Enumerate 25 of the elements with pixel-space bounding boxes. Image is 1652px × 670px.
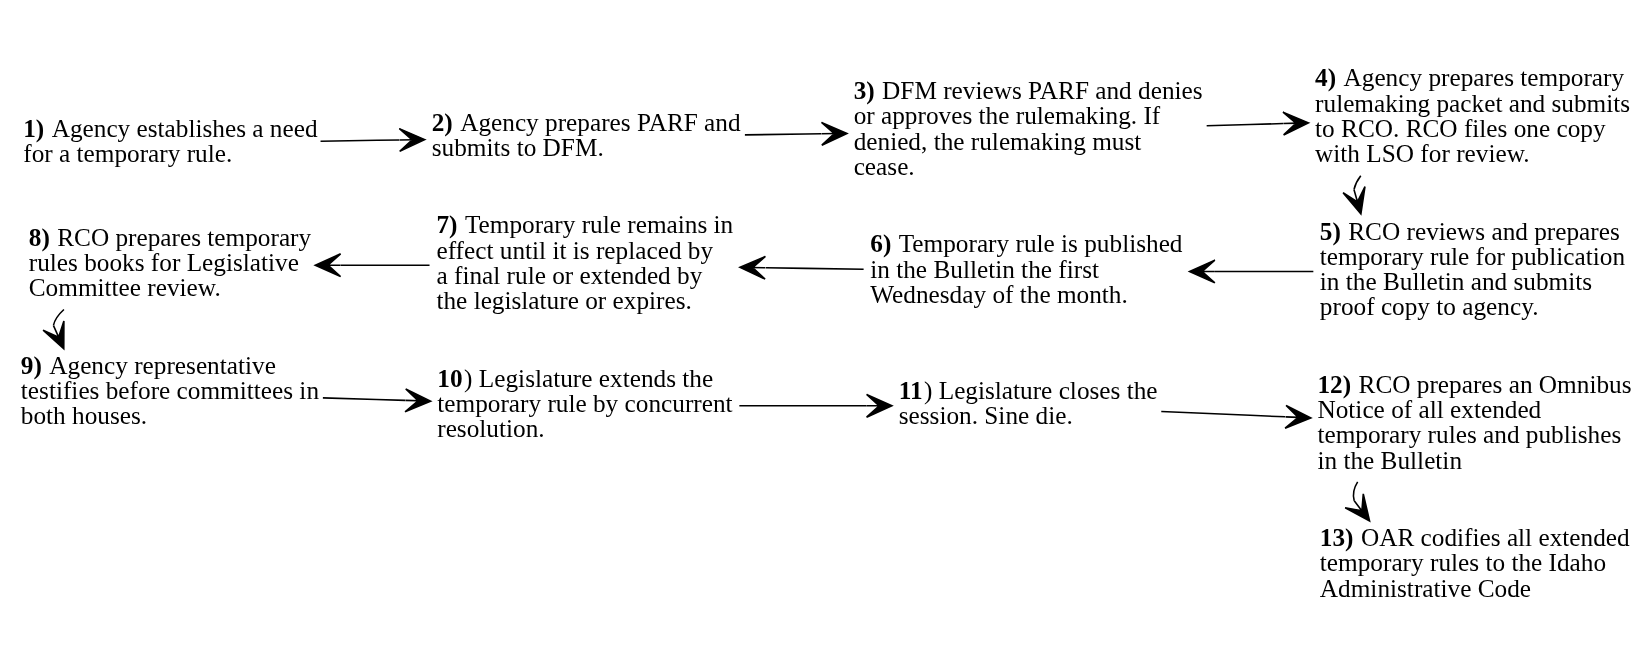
node-text: 7) Temporary rule remains in effect until it is replaced by a final rule or extended by the legislature or expires. (436, 209, 734, 314)
arrow (739, 255, 865, 280)
arrow (314, 252, 431, 277)
node-text: 8) RCO prepares temporary rules books for Legislative Committee review. (28, 222, 312, 301)
node-text: 6) Temporary rule is published in the Bulletin the first Wednesday of the month. (870, 228, 1183, 308)
node-text: 5) RCO reviews and prepares temporary rule for publication in the Bulletin and submits proof copy to agency. (1319, 216, 1626, 320)
node-text: 10) Legislature extends the temporary rule by concurrent resolution. (437, 363, 733, 442)
arrow (319, 127, 426, 152)
node-text: 11) Legislature closes the session. Sine die. (898, 375, 1158, 429)
node-text: 1) Agency establishes a need for a temporary rule. (23, 113, 318, 167)
arrow (322, 387, 432, 413)
arrow (1344, 480, 1371, 522)
node-text: 13) OAR codifies all extended temporary rules to the Idaho Administrative Code (1319, 522, 1630, 602)
node-text: 4) Agency prepares temporary rulemaking packet and submits to RCO. RCO files one copy with LSO for review. (1315, 62, 1631, 167)
arrow (1342, 174, 1366, 215)
arrow (1205, 110, 1310, 136)
arrow (42, 308, 65, 349)
arrow (1188, 258, 1315, 284)
arrow (1160, 404, 1312, 429)
node-text: 9) Agency representative testifies before committees in both houses. (20, 350, 320, 429)
node-text: 12) RCO prepares an Omnibus Notice of all extended temporary rules and publishes in the Bulletin (1317, 369, 1632, 474)
arrow (744, 121, 848, 146)
node-text: 3) DFM reviews PARF and denies or approves the rulemaking. If denied, the rulemaking must cease. (853, 75, 1203, 180)
node-text: 2) Agency prepares PARF and submits to DFM. (431, 107, 741, 161)
arrow (738, 393, 893, 418)
